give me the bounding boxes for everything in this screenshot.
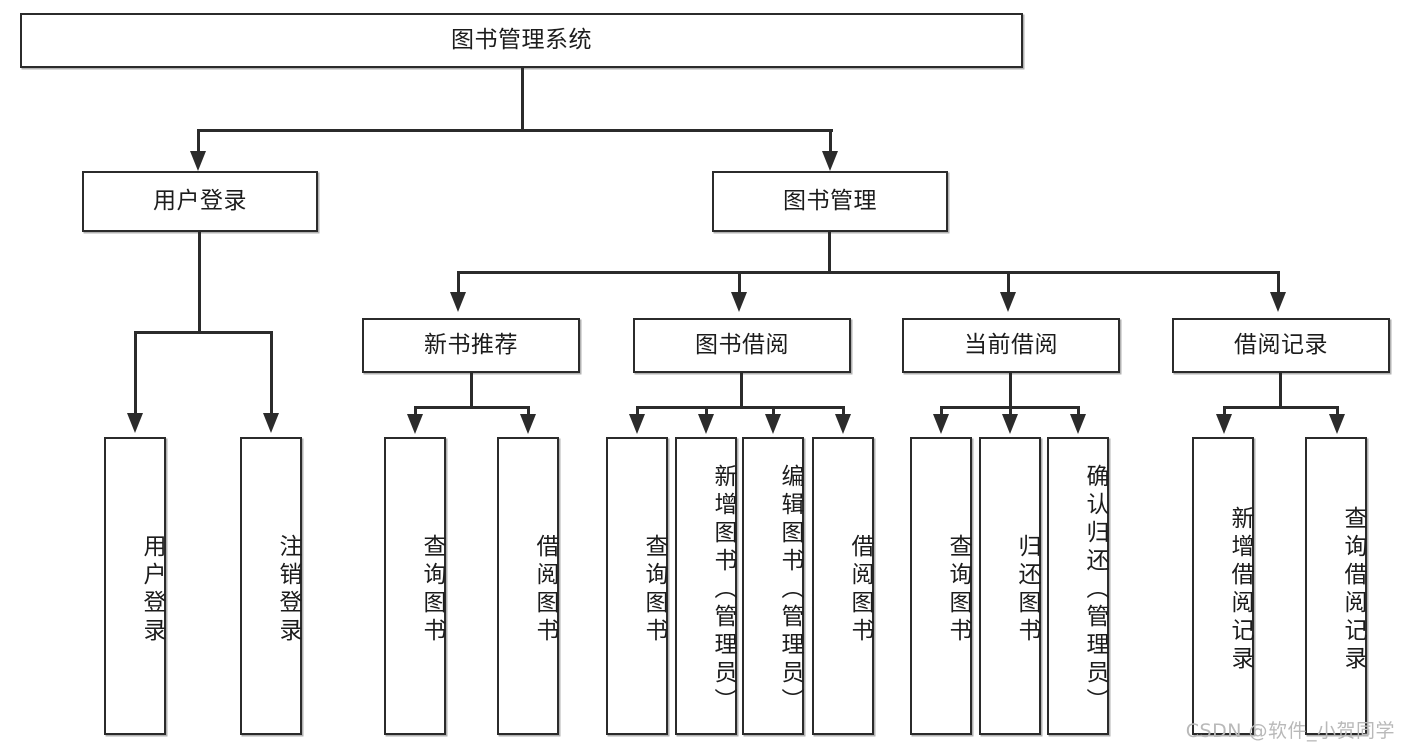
- node-label: 查询图书: [945, 534, 971, 646]
- arrow-book-manage-to-new-book: [450, 292, 466, 312]
- edge-root-stem: [521, 68, 524, 130]
- leaf-borrow-records-0[interactable]: 新增借阅记录: [1192, 437, 1254, 735]
- edge-book-manage-to-current: [1007, 271, 1010, 295]
- leaf-book-borrow-3[interactable]: 借阅图书: [812, 437, 874, 735]
- arrow-current-borrow-to-leaf-0: [933, 414, 949, 434]
- edge-user-login-stem: [198, 232, 201, 333]
- edge-book-borrow-to-leaf-0: [636, 406, 639, 418]
- arrow-current-borrow-to-leaf-1: [1002, 414, 1018, 434]
- edge-root-bar: [197, 129, 833, 132]
- node-label: 借阅图书: [847, 534, 873, 646]
- leaf-borrow-records-1[interactable]: 查询借阅记录: [1305, 437, 1367, 735]
- node-label: 新增借阅记录: [1227, 506, 1253, 674]
- node-label: 图书管理: [783, 187, 877, 214]
- edge-root-to-user-login: [197, 129, 200, 155]
- arrow-book-borrow-to-leaf-2: [765, 414, 781, 434]
- arrow-root-to-book-manage: [822, 151, 838, 171]
- edge-book-borrow-to-leaf-2: [772, 406, 775, 418]
- node-label: 归还图书: [1014, 534, 1040, 646]
- node-new-book-recommend[interactable]: 新书推荐: [362, 318, 580, 373]
- node-label: 新增图书（管理员）: [710, 464, 736, 716]
- node-book-management[interactable]: 图书管理: [712, 171, 948, 232]
- edge-root-to-book-manage: [829, 129, 832, 155]
- node-label: 查询图书: [419, 534, 445, 646]
- edge-user-login-bar: [134, 331, 272, 334]
- edge-book-borrow-bar: [636, 406, 845, 409]
- arrow-book-borrow-to-leaf-1: [698, 414, 714, 434]
- node-label: 注销登录: [275, 534, 301, 646]
- arrow-current-borrow-to-leaf-2: [1070, 414, 1086, 434]
- edge-current-borrow-stem: [1009, 373, 1012, 408]
- arrow-root-to-user-login: [190, 151, 206, 171]
- node-label: 图书管理系统: [451, 26, 592, 53]
- node-current-borrow[interactable]: 当前借阅: [902, 318, 1120, 373]
- edge-new-book-to-leaf-1: [527, 406, 530, 418]
- edge-current-borrow-to-leaf-1: [1009, 406, 1012, 418]
- edge-book-manage-to-borrow: [738, 271, 741, 295]
- edge-borrow-records-stem: [1279, 373, 1282, 408]
- leaf-user-login-0[interactable]: 用户登录: [104, 437, 166, 735]
- edge-book-borrow-to-leaf-1: [705, 406, 708, 418]
- arrow-borrow-records-to-leaf-1: [1329, 414, 1345, 434]
- arrow-borrow-records-to-leaf-0: [1216, 414, 1232, 434]
- edge-new-book-to-leaf-0: [414, 406, 417, 418]
- arrow-book-borrow-to-leaf-3: [835, 414, 851, 434]
- node-label: 查询图书: [641, 534, 667, 646]
- node-label: 借阅图书: [532, 534, 558, 646]
- edge-user-login-to-leaf-0: [134, 331, 137, 416]
- leaf-current-borrow-2[interactable]: 确认归还（管理员）: [1047, 437, 1109, 735]
- leaf-user-login-1[interactable]: 注销登录: [240, 437, 302, 735]
- edge-book-manage-stem: [828, 232, 831, 274]
- arrow-new-book-to-leaf-1: [520, 414, 536, 434]
- edge-new-book-stem: [470, 373, 473, 408]
- node-user-login[interactable]: 用户登录: [82, 171, 318, 232]
- edge-user-login-to-leaf-1: [270, 331, 273, 416]
- edge-book-manage-bar: [457, 271, 1279, 274]
- edge-borrow-records-to-leaf-0: [1223, 406, 1226, 418]
- leaf-book-borrow-0[interactable]: 查询图书: [606, 437, 668, 735]
- node-borrow-records[interactable]: 借阅记录: [1172, 318, 1390, 373]
- arrow-book-manage-to-records: [1270, 292, 1286, 312]
- leaf-new-book-recommend-1[interactable]: 借阅图书: [497, 437, 559, 735]
- edge-current-borrow-to-leaf-2: [1077, 406, 1080, 418]
- leaf-current-borrow-1[interactable]: 归还图书: [979, 437, 1041, 735]
- arrow-book-borrow-to-leaf-0: [629, 414, 645, 434]
- edge-current-borrow-to-leaf-0: [940, 406, 943, 418]
- arrow-new-book-to-leaf-0: [407, 414, 423, 434]
- node-label: 编辑图书（管理员）: [777, 464, 803, 716]
- arrow-user-login-to-leaf-1: [263, 413, 279, 433]
- leaf-current-borrow-0[interactable]: 查询图书: [910, 437, 972, 735]
- leaf-book-borrow-1[interactable]: 新增图书（管理员）: [675, 437, 737, 735]
- edge-book-borrow-to-leaf-3: [842, 406, 845, 418]
- edge-book-manage-to-new-book: [457, 271, 460, 295]
- edge-new-book-bar: [414, 406, 530, 409]
- leaf-new-book-recommend-0[interactable]: 查询图书: [384, 437, 446, 735]
- node-label: 当前借阅: [964, 331, 1058, 358]
- leaf-book-borrow-2[interactable]: 编辑图书（管理员）: [742, 437, 804, 735]
- node-label: 图书借阅: [695, 331, 789, 358]
- arrow-book-manage-to-current: [1000, 292, 1016, 312]
- node-label: 用户登录: [153, 187, 247, 214]
- node-label: 用户登录: [139, 534, 165, 646]
- node-book-borrow[interactable]: 图书借阅: [633, 318, 851, 373]
- node-label: 确认归还（管理员）: [1082, 464, 1108, 716]
- arrow-book-manage-to-borrow: [731, 292, 747, 312]
- edge-book-manage-to-records: [1277, 271, 1280, 295]
- edge-book-borrow-stem: [740, 373, 743, 408]
- node-root-system[interactable]: 图书管理系统: [20, 13, 1023, 68]
- node-label: 查询借阅记录: [1340, 506, 1366, 674]
- node-label: 借阅记录: [1234, 331, 1328, 358]
- edge-borrow-records-bar: [1223, 406, 1339, 409]
- node-label: 新书推荐: [424, 331, 518, 358]
- edge-borrow-records-to-leaf-1: [1336, 406, 1339, 418]
- arrow-user-login-to-leaf-0: [127, 413, 143, 433]
